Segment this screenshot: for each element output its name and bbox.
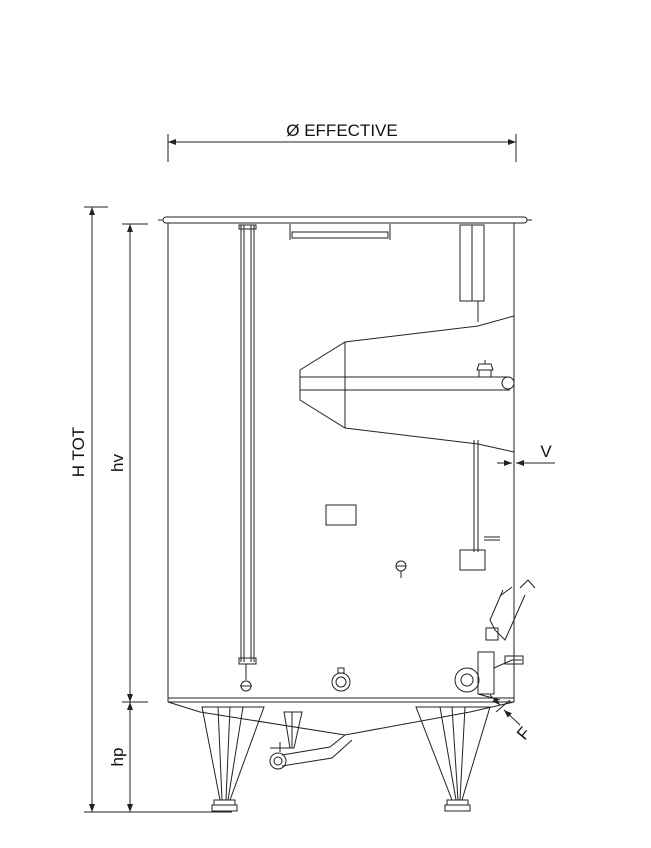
- total-height-label: H TOT: [69, 427, 88, 477]
- bottom-drain-pipe: [269, 734, 353, 770]
- f-dimension-label: F: [513, 723, 534, 743]
- leg-height-label: hp: [108, 748, 127, 767]
- f-dimension: [489, 694, 521, 726]
- drain-outlet: [331, 667, 351, 692]
- tank-lid: [158, 216, 532, 240]
- tank-shell: [167, 223, 515, 736]
- level-gauge: [238, 224, 257, 692]
- sample-valve: [395, 560, 407, 578]
- name-plate: [325, 504, 357, 526]
- total-height-dimension: [84, 206, 232, 813]
- shell-height-label: hv: [108, 454, 127, 472]
- v-dimension-label: V: [540, 442, 552, 461]
- center-back-leg: [283, 711, 303, 749]
- right-front-leg: [415, 706, 491, 812]
- diameter-dimension: [167, 134, 517, 162]
- diameter-label: Ø EFFECTIVE: [286, 121, 397, 140]
- left-front-leg: [201, 706, 265, 812]
- shell-height-dimension: [122, 223, 148, 703]
- piston-tube: [459, 224, 500, 571]
- side-valve-assembly: [454, 579, 536, 701]
- floating-lid: [299, 315, 515, 453]
